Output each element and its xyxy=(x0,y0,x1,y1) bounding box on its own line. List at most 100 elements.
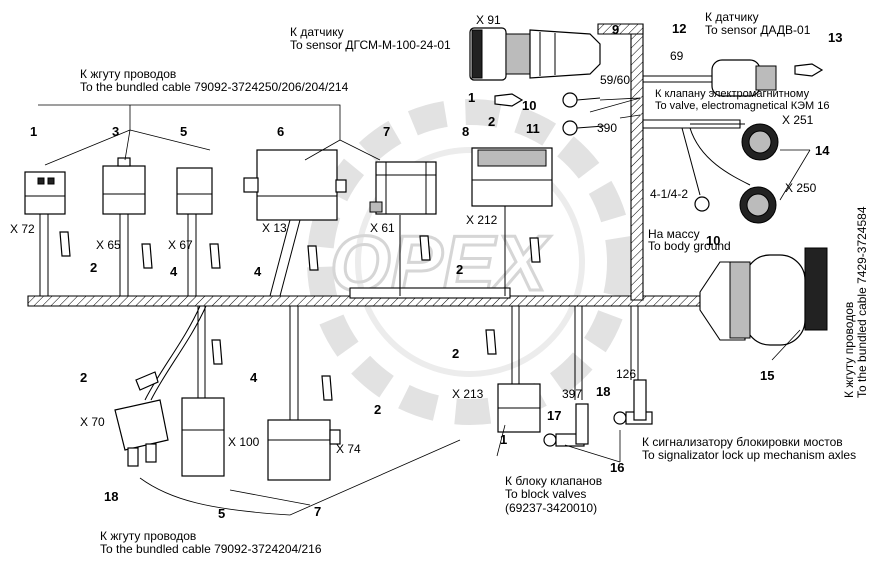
sensor-dadv-label-en: To sensor ДАДВ-01 xyxy=(705,23,811,37)
svg-text:16: 16 xyxy=(610,460,624,475)
label-x91: X 91 xyxy=(476,13,501,27)
wire-mark-397: 397 xyxy=(562,387,582,401)
svg-text:2: 2 xyxy=(456,262,463,277)
leader-lines xyxy=(38,97,811,516)
svg-text:11: 11 xyxy=(526,121,540,136)
sensor-dgsm-label-ru: К датчику xyxy=(290,25,344,39)
terminal-18 xyxy=(613,379,653,425)
label-x72: X 72 xyxy=(10,222,35,236)
wire-mark-390: 390 xyxy=(597,121,617,135)
label-x61: X 61 xyxy=(370,221,395,235)
block-label-code: (69237-3420010) xyxy=(505,501,597,515)
svg-text:7: 7 xyxy=(314,504,321,519)
harness-top-label-en: To the bundled cable 79092-3724250/206/2… xyxy=(80,80,349,94)
sensor-dadv xyxy=(643,59,777,97)
harness-right-label-en: To the bundled cable 7429-3724584 xyxy=(855,206,869,398)
svg-text:2: 2 xyxy=(374,402,381,417)
label-x100: X 100 xyxy=(228,435,260,449)
connector-x61 xyxy=(369,161,437,215)
svg-text:6: 6 xyxy=(277,124,284,139)
valve-label-ru: К клапану электромагнитному xyxy=(655,88,810,100)
svg-text:10: 10 xyxy=(706,233,720,248)
connector-x72 xyxy=(24,171,66,215)
svg-text:15: 15 xyxy=(760,368,774,383)
top-drop-wires xyxy=(39,205,506,297)
label-x65: X 65 xyxy=(96,238,121,252)
label-x13: X 13 xyxy=(262,221,287,235)
svg-text:13: 13 xyxy=(828,30,842,45)
svg-text:12: 12 xyxy=(672,21,686,36)
svg-text:2: 2 xyxy=(452,346,459,361)
round-connector-15 xyxy=(729,247,828,346)
label-x74: X 74 xyxy=(336,442,361,456)
svg-text:10: 10 xyxy=(522,98,536,113)
sensor-dadv-label-ru: К датчику xyxy=(705,10,759,24)
wire-mark-69: 69 xyxy=(670,49,684,63)
callout-numbers: 9 12 13 1 2 10 11 1 3 5 6 7 8 14 2 4 4 2… xyxy=(30,21,842,521)
signal-label-en: To signalizator lock up mechanism axles xyxy=(642,448,856,462)
label-x250: X 250 xyxy=(785,181,817,195)
sensor-harness-branch xyxy=(597,23,644,35)
signal-label-ru: К сигнализатору блокировки мостов xyxy=(642,435,843,449)
vertical-harness-trunk xyxy=(630,23,644,301)
harness-right-label-ru: К жгуту проводов xyxy=(842,302,856,398)
svg-text:2: 2 xyxy=(90,260,97,275)
svg-text:9: 9 xyxy=(612,22,619,37)
sensor-dgsm xyxy=(469,27,601,81)
wire-mark-4-1-4-2: 4-1/4-2 xyxy=(650,187,688,201)
block-label-en: To block valves xyxy=(505,487,586,501)
svg-text:4: 4 xyxy=(170,264,178,279)
bottom-drop-wires xyxy=(144,305,639,420)
wire-mark-59-60: 59/60 xyxy=(600,73,630,87)
svg-text:1: 1 xyxy=(468,90,475,105)
svg-text:3: 3 xyxy=(112,124,119,139)
connector-x67 xyxy=(176,167,213,215)
ground-label-en: To body ground xyxy=(648,239,731,253)
label-x213: X 213 xyxy=(452,387,484,401)
connector-x100 xyxy=(181,397,225,477)
connector-x251 xyxy=(690,123,779,161)
svg-text:18: 18 xyxy=(104,489,118,504)
label-x67: X 67 xyxy=(168,238,193,252)
label-x251: X 251 xyxy=(782,113,814,127)
watermark-gear xyxy=(307,99,633,425)
connector-x74 xyxy=(267,419,341,481)
terminal-13 xyxy=(794,63,824,77)
harness-top-label-ru: К жгуту проводов xyxy=(80,67,176,81)
ring-terminal-10 xyxy=(562,92,601,108)
svg-text:4: 4 xyxy=(254,264,262,279)
connector-x212 xyxy=(471,147,553,207)
svg-text:5: 5 xyxy=(218,506,225,521)
svg-text:4: 4 xyxy=(250,370,258,385)
ground-ring-terminal xyxy=(681,127,710,212)
svg-text:8: 8 xyxy=(462,124,469,139)
connector-x250 xyxy=(689,127,777,224)
svg-text:14: 14 xyxy=(815,143,830,158)
svg-text:18: 18 xyxy=(596,384,610,399)
svg-text:1: 1 xyxy=(500,432,507,447)
connector-x213 xyxy=(497,383,541,433)
small-terminals xyxy=(59,231,541,401)
terminal-17 xyxy=(543,403,589,447)
svg-text:2: 2 xyxy=(80,370,87,385)
harness-bottom-label-en: To the bundled cable 79092-3724204/216 xyxy=(100,542,322,556)
ground-label-ru: На массу xyxy=(648,227,700,241)
svg-text:17: 17 xyxy=(547,408,561,423)
svg-text:7: 7 xyxy=(383,124,390,139)
terminal-2-top xyxy=(494,93,524,107)
wire-mark-126: 126 xyxy=(616,367,636,381)
trunk-sleeve xyxy=(349,287,511,299)
ring-terminal-11 xyxy=(562,120,605,136)
sensor-dgsm-label-en: To sensor ДГСМ-М-100-24-01 xyxy=(290,38,451,52)
valve-label-en: To valve, electromagnetical КЭМ 16 xyxy=(655,100,830,112)
block-label-ru: К блоку клапанов xyxy=(505,474,602,488)
svg-text:1: 1 xyxy=(30,124,37,139)
label-x212: X 212 xyxy=(466,213,498,227)
svg-text:2: 2 xyxy=(488,114,495,129)
svg-text:5: 5 xyxy=(180,124,187,139)
harness-bottom-label-ru: К жгуту проводов xyxy=(100,529,196,543)
connector-x13 xyxy=(243,149,347,221)
connector-x65 xyxy=(102,157,146,215)
label-x70: X 70 xyxy=(80,415,105,429)
